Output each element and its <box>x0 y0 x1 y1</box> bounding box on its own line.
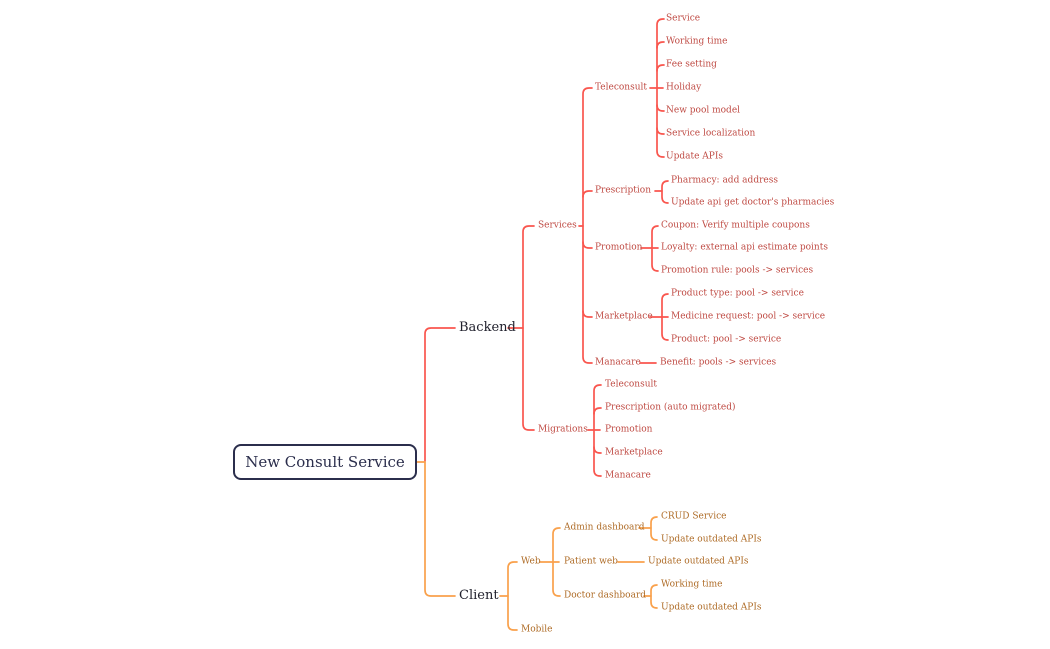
node-new-pool-model[interactable]: New pool model <box>666 105 741 116</box>
node-crud-service[interactable]: CRUD Service <box>661 511 727 522</box>
node-patient-update-outdated-apis[interactable]: Update outdated APIs <box>648 556 749 567</box>
node-migration-prescription[interactable]: Prescription (auto migrated) <box>605 402 736 413</box>
node-doctor-working-time[interactable]: Working time <box>661 579 723 590</box>
node-benefit-pools-services[interactable]: Benefit: pools -> services <box>660 357 777 368</box>
node-prescription[interactable]: Prescription <box>595 185 651 196</box>
backend-links <box>424 18 669 477</box>
node-client[interactable]: Client <box>459 587 499 603</box>
node-services[interactable]: Services <box>538 220 577 231</box>
node-migration-manacare[interactable]: Manacare <box>605 470 651 481</box>
node-manacare[interactable]: Manacare <box>595 357 641 368</box>
node-promotion[interactable]: Promotion <box>595 242 643 253</box>
node-migration-marketplace[interactable]: Marketplace <box>605 447 663 458</box>
node-service[interactable]: Service <box>666 13 701 24</box>
node-teleconsult[interactable]: Teleconsult <box>595 82 648 93</box>
node-fee-setting[interactable]: Fee setting <box>666 59 717 70</box>
node-coupon-verify[interactable]: Coupon: Verify multiple coupons <box>661 220 810 231</box>
node-product-pool-service[interactable]: Product: pool -> service <box>671 334 782 345</box>
client-links <box>416 461 658 631</box>
node-migrations[interactable]: Migrations <box>538 424 588 435</box>
node-web[interactable]: Web <box>521 556 541 567</box>
node-doctor-dashboard[interactable]: Doctor dashboard <box>564 590 647 601</box>
node-pharmacy-add-address[interactable]: Pharmacy: add address <box>671 175 778 186</box>
node-service-localization[interactable]: Service localization <box>666 128 756 139</box>
node-admin-update-outdated-apis[interactable]: Update outdated APIs <box>661 534 762 545</box>
node-medicine-request[interactable]: Medicine request: pool -> service <box>671 311 826 322</box>
node-patient-web[interactable]: Patient web <box>564 556 618 567</box>
node-migration-teleconsult[interactable]: Teleconsult <box>605 379 658 390</box>
node-product-type[interactable]: Product type: pool -> service <box>671 288 804 299</box>
node-update-apis[interactable]: Update APIs <box>666 151 724 162</box>
node-migration-promotion[interactable]: Promotion <box>605 424 653 435</box>
node-marketplace[interactable]: Marketplace <box>595 311 653 322</box>
node-working-time[interactable]: Working time <box>666 36 728 47</box>
node-update-api-pharmacies[interactable]: Update api get doctor's pharmacies <box>671 197 835 208</box>
root-node[interactable]: New Consult Service <box>233 444 417 480</box>
root-node-label: New Consult Service <box>245 453 405 471</box>
node-holiday[interactable]: Holiday <box>666 82 702 93</box>
node-backend[interactable]: Backend <box>459 319 516 335</box>
node-mobile[interactable]: Mobile <box>521 624 553 635</box>
node-doctor-update-outdated-apis[interactable]: Update outdated APIs <box>661 602 762 613</box>
node-admin-dashboard[interactable]: Admin dashboard <box>564 522 645 533</box>
node-loyalty-estimate[interactable]: Loyalty: external api estimate points <box>661 242 828 253</box>
node-promotion-rule[interactable]: Promotion rule: pools -> services <box>661 265 814 276</box>
